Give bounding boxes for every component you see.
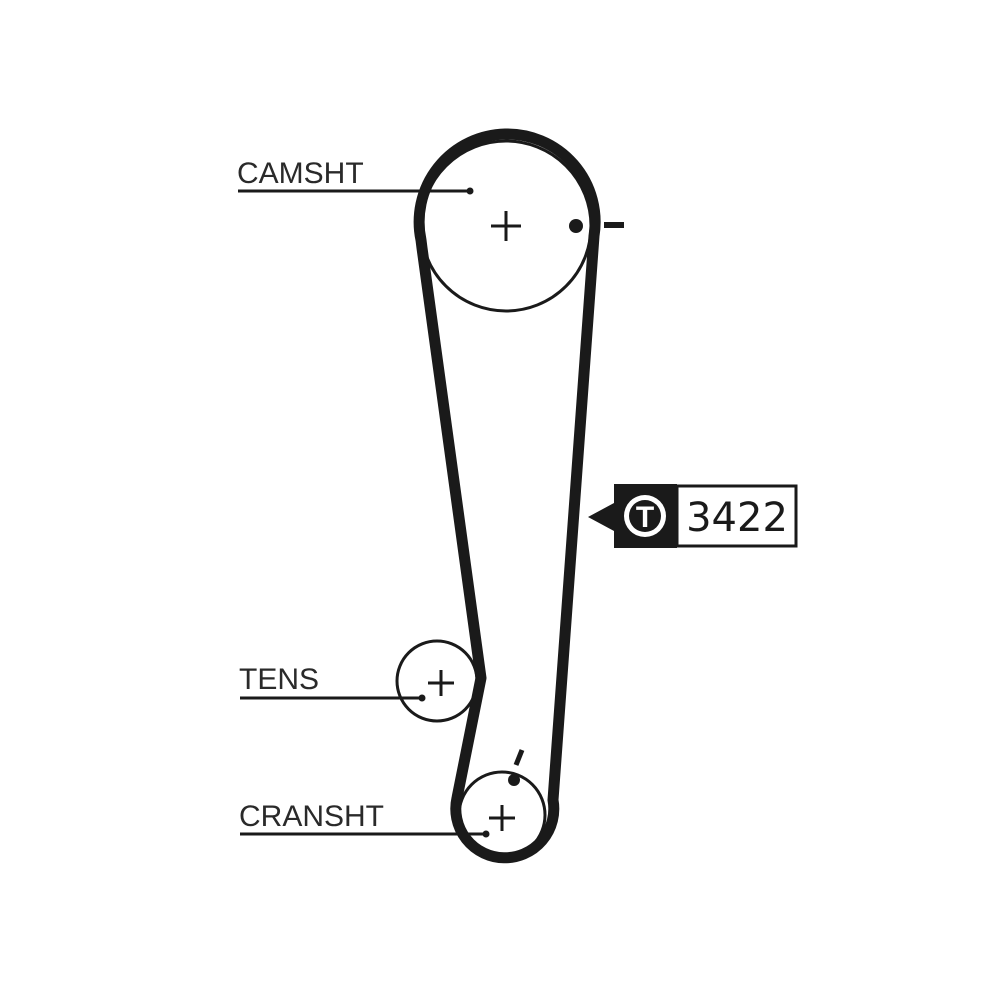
tensioner-leader-dot — [418, 694, 426, 702]
tooth-count-icon-glyph: T — [636, 501, 654, 534]
camshaft-label-group: CAMSHT — [237, 157, 474, 195]
camshaft-leader-dot — [466, 187, 474, 195]
camshaft-center-mark — [491, 211, 521, 241]
crankshaft-timing-mark — [508, 749, 525, 786]
camshaft-label: CAMSHT — [237, 157, 364, 190]
tensioner-label-group: TENS — [239, 663, 426, 702]
timing-belt — [413, 128, 601, 864]
crankshaft-label-group: CRANSHT — [239, 800, 490, 838]
crankshaft-leader-dot — [482, 830, 490, 838]
crankshaft-label: CRANSHT — [239, 800, 384, 833]
belt-tooth-count-tag: T 3422 — [588, 484, 798, 548]
tooth-count-value: 3422 — [686, 495, 788, 541]
tensioner-center-mark — [428, 670, 454, 696]
camshaft-timing-mark — [569, 219, 624, 233]
tooth-count-icon-inner — [629, 500, 661, 532]
tag-value-box — [675, 484, 798, 548]
tensioner-label: TENS — [239, 663, 319, 696]
crankshaft-center-mark — [489, 805, 515, 831]
tensioner-pulley — [395, 639, 479, 723]
